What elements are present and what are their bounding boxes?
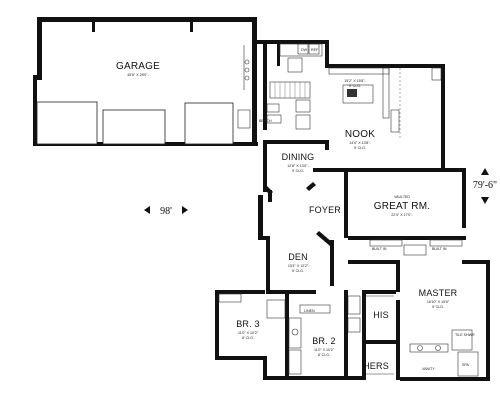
garage-label: GARAGE	[116, 61, 160, 72]
dining-ceiling: 9' CLG.	[292, 169, 304, 173]
main-walls	[215, 138, 490, 381]
garage-dims: 45'8" X 28'0"-	[127, 73, 149, 77]
br3-dims: 11'0" X 10'2"	[238, 331, 259, 335]
dw-label: DW	[301, 48, 308, 52]
great-room-dims: 22'4" X 17'0"-	[391, 213, 413, 217]
den-ceiling: 9' CLG.	[292, 269, 304, 273]
nook-dims: 14'4" X 13'8"-	[349, 141, 371, 145]
nook-ceiling: 9' CLG.	[354, 146, 366, 150]
den-label: DEN	[288, 252, 308, 262]
br3-label: BR. 3	[236, 319, 260, 329]
dining-label: DINING	[282, 152, 315, 162]
bench-label: BENCH	[259, 119, 272, 123]
great-room-label: GREAT RM.	[374, 201, 430, 212]
width-dimension-label: 98'	[160, 206, 172, 217]
garage-area	[33, 17, 258, 146]
great-room-vaulted: VAULTED	[394, 195, 410, 199]
vanity-label: VANITY	[422, 367, 435, 371]
arrow-right-icon	[182, 206, 188, 214]
den-dims: 15'4" X 12'2"	[288, 264, 309, 268]
arrow-left-icon	[144, 206, 150, 214]
stairs	[269, 81, 311, 99]
br2-label: BR. 2	[312, 336, 336, 346]
width-dimension: 98'	[144, 206, 188, 217]
br3-ceiling: 8' CLG.	[242, 336, 254, 340]
kitchen-ceiling: 9' CLG.	[349, 84, 361, 88]
linen-label: LINEN	[304, 309, 315, 313]
master-label: MASTER	[419, 288, 458, 298]
spa-label: SPA	[462, 363, 470, 367]
depth-dimension-label: 79'-6"	[473, 180, 497, 191]
depth-dimension: 79'-6"	[473, 168, 497, 204]
hers-label: HERS	[363, 361, 389, 371]
br2-dims: 11'0" X 10'2"	[314, 348, 335, 352]
ref-label: REF	[311, 48, 319, 52]
br2-ceiling: 8' CLG.	[318, 353, 330, 357]
built-in-label-2: BUILT IN	[432, 247, 447, 251]
built-in-label-1: BUILT IN	[372, 247, 387, 251]
master-ceiling: 9' CLG.	[432, 305, 444, 309]
dining-dims: 12'8" X 13'0"-	[287, 164, 309, 168]
master-dims: 16'10" X 15'6"	[427, 300, 450, 304]
tile-shower-label: TILE SHWR	[455, 333, 475, 337]
foyer-label: FOYER	[309, 205, 341, 215]
arrow-up-icon	[481, 168, 489, 175]
kitchen-area: DW REF	[257, 40, 445, 140]
nook-label: NOOK	[345, 129, 375, 140]
arrow-down-icon	[481, 197, 489, 204]
kitchen-dims: 15'2" X 15'8"-	[344, 79, 366, 83]
his-label: HIS	[373, 310, 389, 320]
